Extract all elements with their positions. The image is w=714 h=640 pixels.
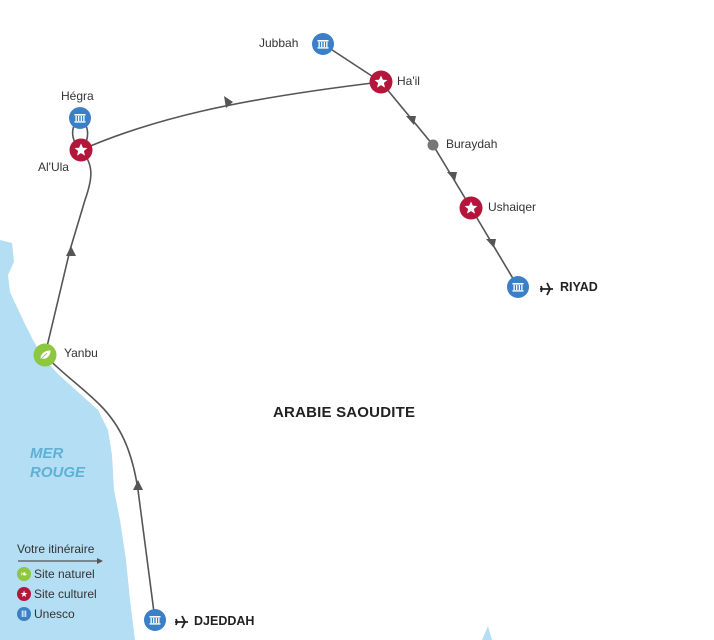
route-arrows [66,96,496,490]
label-alula: Al'Ula [38,160,69,174]
marker-djeddah[interactable] [144,609,166,631]
label-buraydah: Buraydah [446,137,498,151]
temple-icon: Ⅲ [17,607,31,621]
marker-buraydah[interactable] [427,139,439,151]
unesco-icon [507,276,529,298]
marker-alula[interactable] [69,138,93,162]
legend-item-unesco: Ⅲ Unesco [17,604,97,624]
marker-riyad[interactable] [507,276,529,298]
unesco-icon [144,609,166,631]
marker-jubbah[interactable] [312,33,334,55]
unesco-icon [69,107,91,129]
legend: Votre itinéraire ❧ Site naturel ★ Site c… [17,542,97,624]
label-djeddah: DJEDDAH [194,614,255,628]
legend-item-natural: ❧ Site naturel [17,564,97,584]
label-ushaiqer: Ushaiqer [488,200,537,214]
legend-label: Site naturel [34,567,95,581]
country-label: ARABIE SAOUDITE [273,404,416,421]
leaf-icon: ❧ [17,567,31,581]
marker-hegra[interactable] [69,107,91,129]
legend-label: Site culturel [34,587,97,601]
sea-label-line2: ROUGE [30,464,86,481]
legend-item-cultural: ★ Site culturel [17,584,97,604]
plane-icon [540,282,553,296]
sea-label-line1: MER [30,445,64,462]
marker-hail[interactable] [369,70,393,94]
star-icon: ★ [17,587,31,601]
plane-icon [175,615,188,629]
label-riyad: RIYAD [560,280,598,294]
legend-title: Votre itinéraire [17,542,95,556]
marker-yanbu[interactable] [33,343,57,367]
sea-patch [482,626,492,640]
legend-label: Unesco [34,607,75,621]
label-jubbah: Jubbah [259,36,299,50]
red-sea [0,240,135,640]
marker-ushaiqer[interactable] [459,196,483,220]
label-hegra: Hégra [61,89,94,103]
label-hail: Ha'il [397,74,420,88]
label-yanbu: Yanbu [64,346,98,360]
legend-arrow [18,558,103,564]
unesco-icon [312,33,334,55]
sea-label: MER ROUGE [30,444,85,482]
